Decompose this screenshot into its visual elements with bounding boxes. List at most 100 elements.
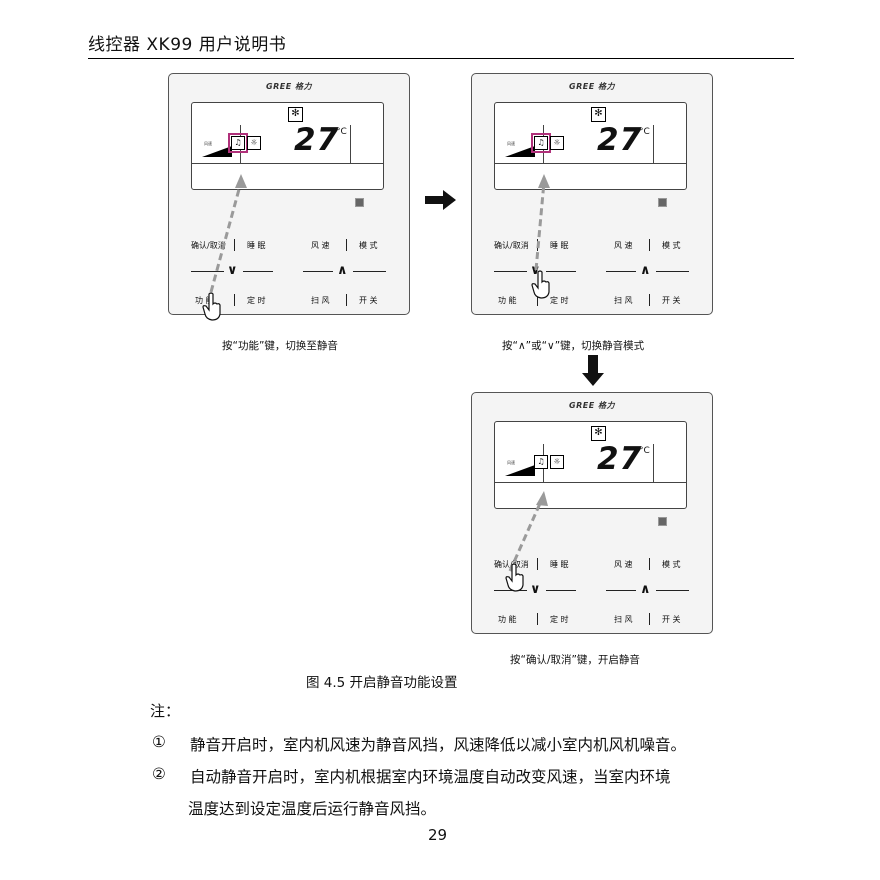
- fan-speed-label: 风速: [507, 141, 515, 146]
- gree-logo: GREE 格力: [266, 82, 312, 91]
- lcd-screen: ✻ 风速 27 °C: [494, 102, 687, 190]
- divider-line: [243, 271, 273, 272]
- note-2-text-line2: 温度达到设定温度后运行静音风挡。: [188, 800, 437, 818]
- indicator-light: [658, 198, 667, 207]
- lcd-screen: ✻ 风速 27 °C: [494, 421, 687, 509]
- separator: [649, 239, 650, 251]
- onoff-button[interactable]: 开 关: [662, 296, 681, 305]
- function-button[interactable]: 功 能: [498, 296, 517, 305]
- temperature-display: 27: [597, 122, 643, 158]
- lcd-function-icons: ♫ ☼: [534, 455, 566, 469]
- controller-panel-2: GREE 格力 ✻ 风速 27 °C ♫ ☼ 确认/取消 睡 眠 风 速 模 式…: [471, 73, 713, 315]
- lcd-screen: ✻ 风速 27 °C: [191, 102, 384, 190]
- divider-line: [494, 271, 527, 272]
- indicator-light: [658, 517, 667, 526]
- controller-panel-3: GREE 格力 ✻ 风速 27 °C ♫ ☼ 确认/取消 睡 眠 风 速 模 式…: [471, 392, 713, 634]
- lcd-divider: [192, 163, 383, 165]
- mode-button[interactable]: 模 式: [359, 241, 378, 250]
- separator: [537, 613, 538, 625]
- sleep-button[interactable]: 睡 眠: [550, 241, 569, 250]
- step3-caption: 按“确认/取消”键，开启静音: [510, 654, 640, 666]
- hand-pointer-icon: [505, 563, 524, 592]
- gree-logo: GREE 格力: [569, 82, 615, 91]
- notes-label: 注：: [150, 702, 181, 720]
- gree-logo: GREE 格力: [569, 401, 615, 410]
- separator: [234, 239, 235, 251]
- fan-speed-label: 风速: [507, 460, 515, 465]
- sleep-button[interactable]: 睡 眠: [247, 241, 266, 250]
- sweep-button[interactable]: 扫 风: [311, 296, 330, 305]
- function-button[interactable]: 功 能: [498, 615, 517, 624]
- divider-line: [656, 590, 689, 591]
- note-1-text: 静音开启时，室内机风速为静音风挡，风速降低以减小室内机风机噪音。: [190, 736, 687, 754]
- page-number: 29: [428, 826, 448, 844]
- pointer-arrow: [534, 174, 550, 271]
- separator: [537, 294, 538, 306]
- temperature-unit: °C: [639, 127, 650, 137]
- confirm-cancel-button[interactable]: 确认/取消: [494, 241, 529, 250]
- fan-speed-bars-icon: [505, 146, 535, 157]
- light-icon: ☼: [247, 136, 261, 150]
- confirm-cancel-button[interactable]: 确认/取消: [191, 241, 226, 250]
- down-arrow-button[interactable]: ∨: [530, 582, 541, 597]
- timer-button[interactable]: 定 时: [550, 296, 569, 305]
- note-2-marker: ②: [152, 765, 166, 783]
- hand-pointer-icon: [531, 270, 550, 299]
- onoff-button[interactable]: 开 关: [359, 296, 378, 305]
- mode-button[interactable]: 模 式: [662, 241, 681, 250]
- sweep-button[interactable]: 扫 风: [614, 296, 633, 305]
- separator: [234, 294, 235, 306]
- header-title: 线控器 XK99 用户说明书: [88, 35, 287, 55]
- divider-line: [353, 271, 386, 272]
- fan-speed-bars-icon: [505, 465, 535, 476]
- down-arrow-button[interactable]: ∨: [227, 263, 238, 278]
- header-rule: [88, 58, 794, 59]
- up-arrow-button[interactable]: ∧: [640, 263, 651, 278]
- sleep-button[interactable]: 睡 眠: [550, 560, 569, 569]
- lcd-divider: [350, 125, 352, 163]
- snowflake-icon: ✻: [591, 426, 606, 441]
- lcd-divider: [653, 125, 655, 163]
- separator: [649, 294, 650, 306]
- separator: [346, 294, 347, 306]
- temperature-unit: °C: [639, 446, 650, 456]
- divider-line: [494, 590, 527, 591]
- timer-button[interactable]: 定 时: [550, 615, 569, 624]
- indicator-light: [355, 198, 364, 207]
- snowflake-icon: ✻: [591, 107, 606, 122]
- separator: [649, 613, 650, 625]
- note-1-marker: ①: [152, 733, 166, 751]
- lcd-divider: [495, 482, 686, 484]
- divider-line: [546, 271, 576, 272]
- light-icon: ☼: [550, 455, 564, 469]
- sweep-button[interactable]: 扫 风: [614, 615, 633, 624]
- down-arrow-icon: [582, 355, 604, 386]
- mute-icon: ♫: [534, 455, 548, 469]
- divider-line: [656, 271, 689, 272]
- temperature-display: 27: [597, 441, 643, 477]
- controller-panel-1: GREE 格力 ✻ 风速 27 °C ♫ ☼ 确认/取消 睡 眠 风 速 模 式…: [168, 73, 410, 321]
- separator: [346, 239, 347, 251]
- up-arrow-button[interactable]: ∧: [337, 263, 348, 278]
- fan-speed-button[interactable]: 风 速: [614, 560, 633, 569]
- snowflake-icon: ✻: [288, 107, 303, 122]
- fan-speed-button[interactable]: 风 速: [311, 241, 330, 250]
- divider-line: [546, 590, 576, 591]
- right-arrow-icon: [425, 190, 456, 210]
- fan-speed-button[interactable]: 风 速: [614, 241, 633, 250]
- pointer-arrow: [209, 174, 247, 293]
- divider-line: [303, 271, 333, 272]
- function-button[interactable]: 功 能: [195, 296, 214, 305]
- step2-caption: 按“∧”或“∨”键，切换静音模式: [502, 340, 645, 352]
- divider-line: [191, 271, 224, 272]
- separator: [537, 558, 538, 570]
- pointer-arrow: [508, 491, 548, 572]
- down-arrow-button[interactable]: ∨: [530, 263, 541, 278]
- step1-caption: 按“功能”键，切换至静音: [222, 340, 338, 352]
- onoff-button[interactable]: 开 关: [662, 615, 681, 624]
- timer-button[interactable]: 定 时: [247, 296, 266, 305]
- lcd-divider: [495, 163, 686, 165]
- mode-button[interactable]: 模 式: [662, 560, 681, 569]
- up-arrow-button[interactable]: ∧: [640, 582, 651, 597]
- divider-line: [606, 590, 636, 591]
